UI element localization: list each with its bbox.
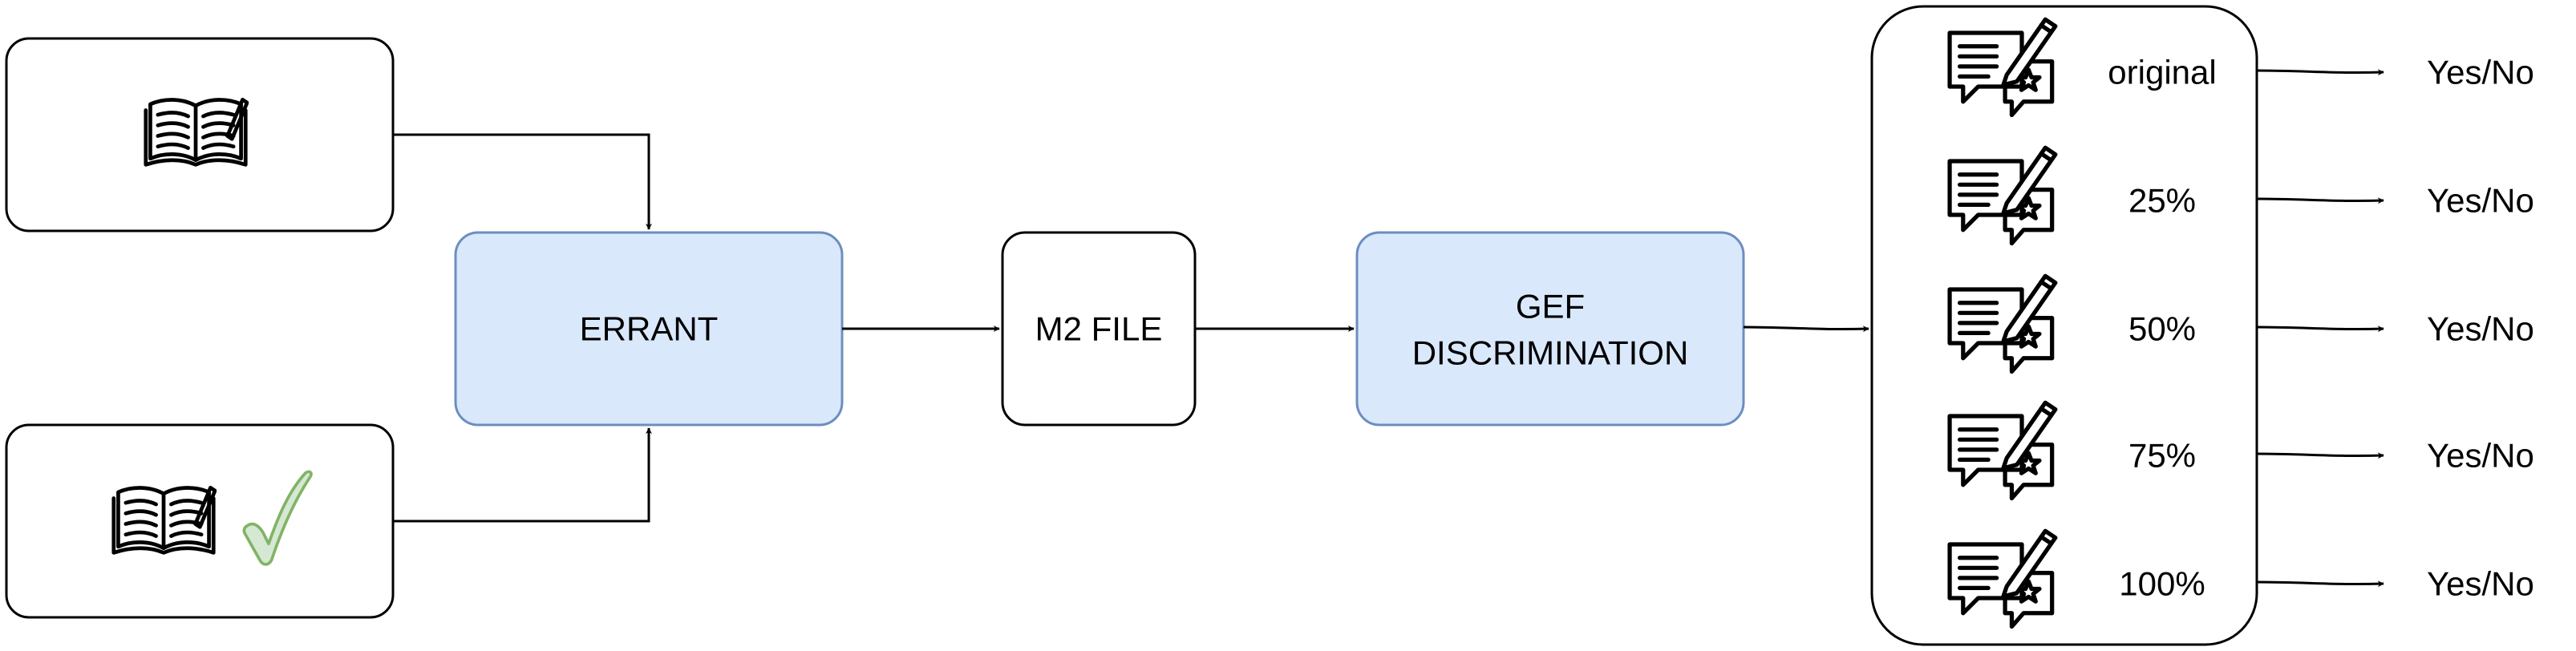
- connector-corrected-to-errant: [393, 427, 652, 523]
- gef-label-line-2: DISCRIMINATION: [1412, 334, 1689, 372]
- result-label: Yes/No: [2427, 565, 2534, 603]
- connector-variant-to-result: [2256, 580, 2384, 588]
- source-text-box: [5, 37, 395, 232]
- gef-discrimination-box: [1355, 231, 1745, 427]
- result-label: Yes/No: [2427, 54, 2534, 91]
- variant-label: 75%: [2128, 437, 2196, 475]
- m2-file-label: M2 FILE: [1035, 310, 1163, 348]
- variant-label: 100%: [2119, 565, 2205, 603]
- result-label: Yes/No: [2427, 437, 2534, 475]
- connector-variant-to-result: [2256, 326, 2384, 333]
- gef-label-line-1: GEF: [1516, 288, 1585, 326]
- connector-variant-to-result: [2256, 452, 2384, 459]
- result-label: Yes/No: [2427, 310, 2534, 348]
- connector-variant-to-result: [2256, 197, 2384, 204]
- variant-label: original: [2108, 54, 2216, 91]
- connector-source-to-errant: [393, 133, 652, 230]
- variant-label: 50%: [2128, 310, 2196, 348]
- connector-gef-to-variants: [1743, 326, 1869, 333]
- variants-panel: [1870, 5, 2258, 646]
- corrected-text-box: [5, 423, 395, 619]
- connector-variant-to-result: [2256, 69, 2384, 76]
- errant-label: ERRANT: [580, 310, 719, 348]
- variant-label: 25%: [2128, 182, 2196, 220]
- result-label: Yes/No: [2427, 182, 2534, 220]
